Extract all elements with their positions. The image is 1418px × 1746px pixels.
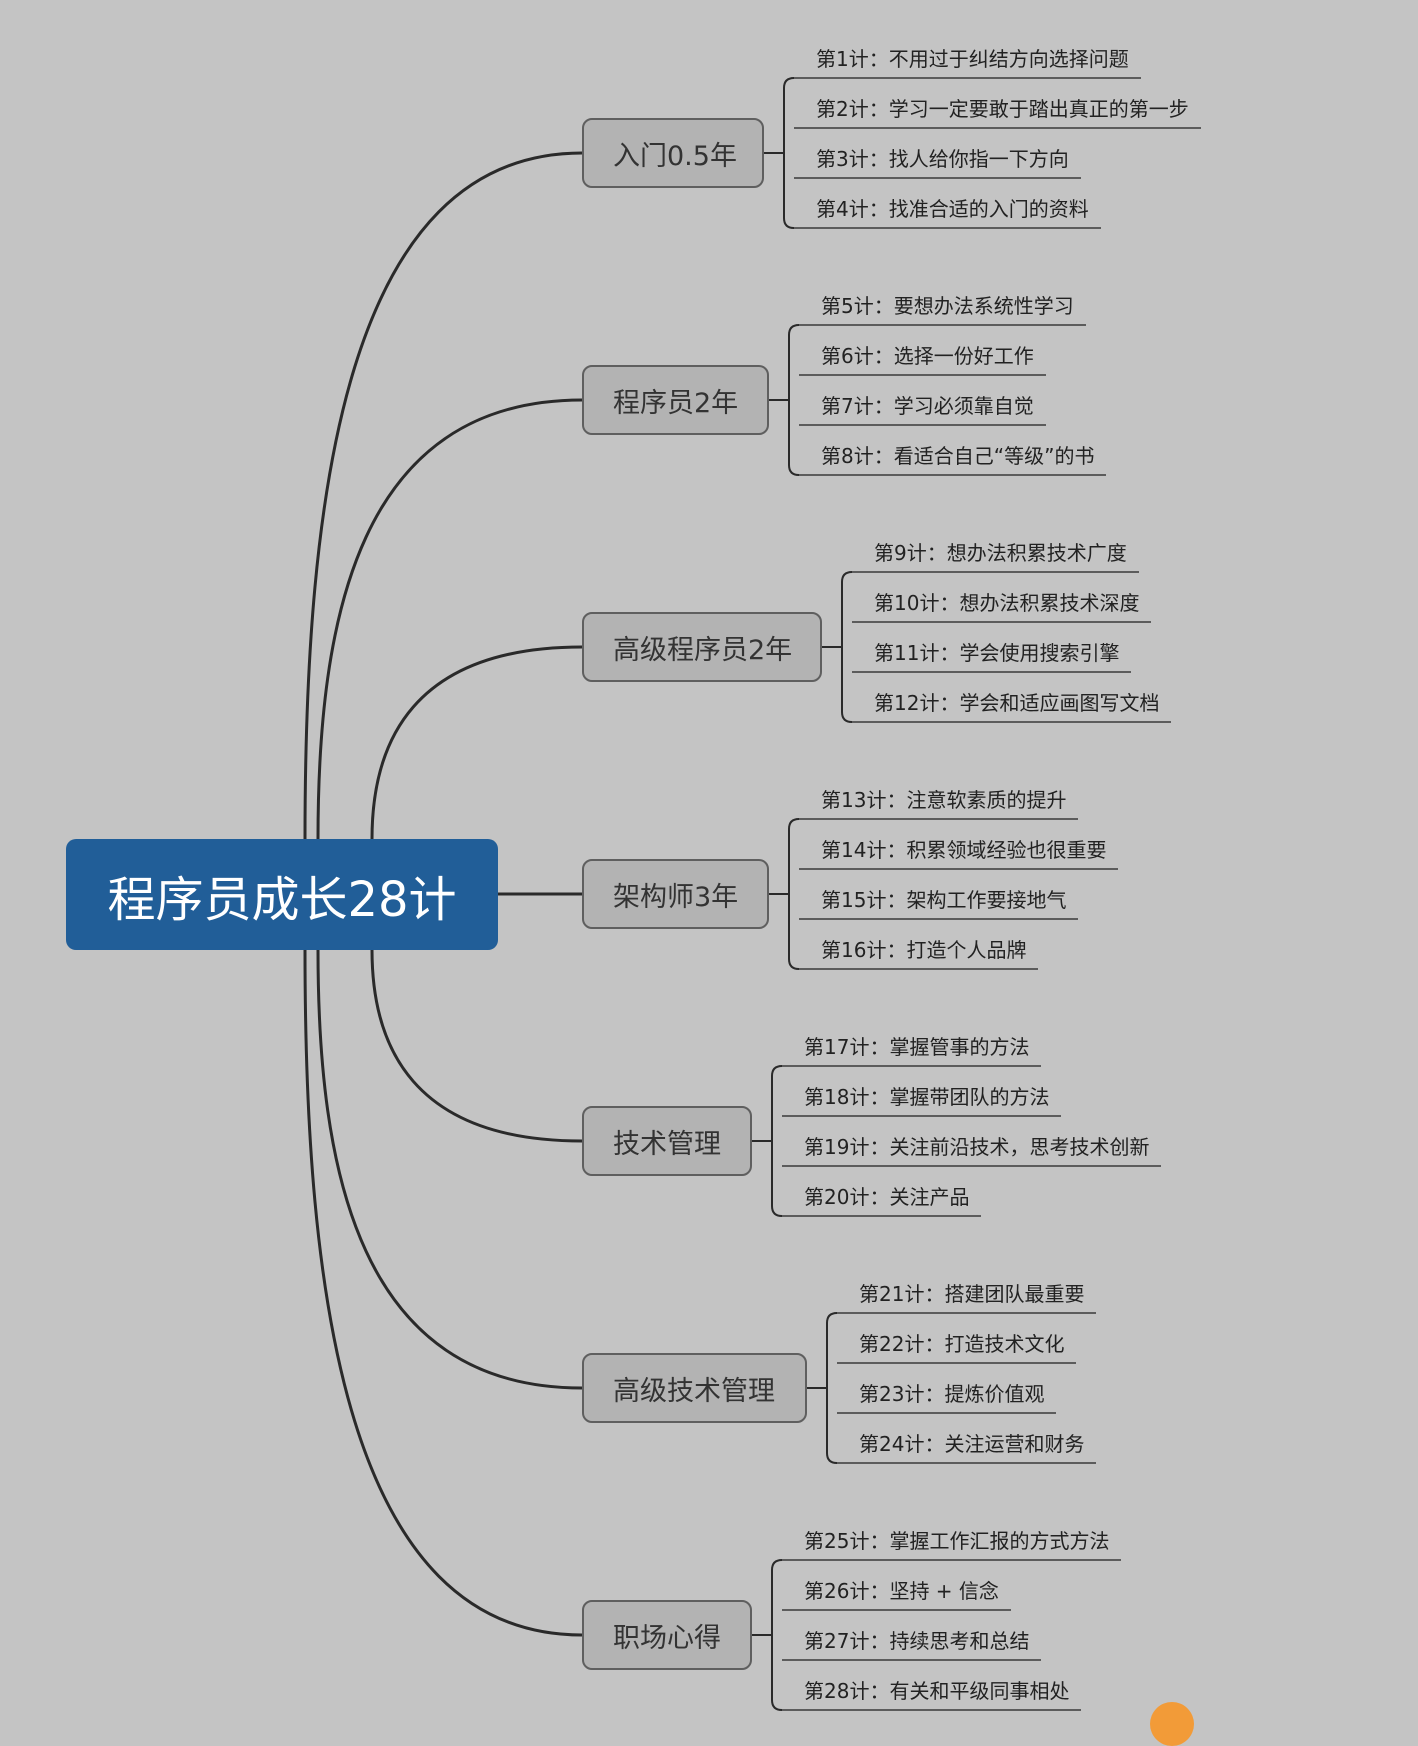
leaf-bracket — [771, 1559, 783, 1711]
branch-node[interactable]: 职场心得 — [582, 1600, 752, 1670]
branch-title: 架构师3年 — [613, 881, 739, 913]
leaf-bracket — [771, 1065, 783, 1217]
leaf-item[interactable]: 第11计：学会使用搜索引擎 — [874, 641, 1120, 665]
leaf-item[interactable]: 第15计：架构工作要接地气 — [821, 888, 1067, 912]
leaf-item[interactable]: 第17计：掌握管事的方法 — [804, 1035, 1030, 1059]
root-branch-line — [303, 949, 583, 1637]
leaf-item[interactable]: 第26计：坚持 + 信念 — [804, 1579, 999, 1603]
branch-title: 程序员2年 — [613, 387, 739, 419]
branch-title: 入门0.5年 — [613, 140, 737, 172]
leaf-item[interactable]: 第22计：打造技术文化 — [859, 1332, 1065, 1356]
leaf-item[interactable]: 第12计：学会和适应画图写文档 — [874, 691, 1160, 715]
branch-title: 高级程序员2年 — [613, 634, 793, 666]
leaf-item[interactable]: 第23计：提炼价值观 — [859, 1382, 1045, 1406]
leaf-bracket — [788, 324, 800, 476]
leaf-item[interactable]: 第4计：找准合适的入门的资料 — [816, 197, 1089, 221]
leaf-item[interactable]: 第8计：看适合自己“等级”的书 — [821, 444, 1095, 468]
leaf-item[interactable]: 第13计：注意软素质的提升 — [821, 788, 1067, 812]
leaf-item[interactable]: 第14计：积累领域经验也很重要 — [821, 838, 1107, 862]
leaf-item[interactable]: 第9计：想办法积累技术广度 — [874, 541, 1127, 565]
leaf-item[interactable]: 第20计：关注产品 — [804, 1185, 970, 1209]
root-branch-line — [316, 398, 583, 840]
leaf-bracket — [783, 77, 795, 229]
leaf-item[interactable]: 第10计：想办法积累技术深度 — [874, 591, 1140, 615]
leaf-item[interactable]: 第2计：学习一定要敢于踏出真正的第一步 — [816, 97, 1189, 121]
leaf-bracket — [841, 571, 853, 723]
leaf-item[interactable]: 第21计：搭建团队最重要 — [859, 1282, 1085, 1306]
leaf-item[interactable]: 第28计：有关和平级同事相处 — [804, 1679, 1070, 1703]
leaf-bracket — [788, 818, 800, 970]
root-branch-line — [370, 949, 583, 1143]
leaf-item[interactable]: 第7计：学习必须靠自觉 — [821, 394, 1034, 418]
root-node[interactable]: 程序员成长28计 — [66, 839, 498, 950]
leaf-item[interactable]: 第5计：要想办法系统性学习 — [821, 294, 1074, 318]
leaf-item[interactable]: 第16计：打造个人品牌 — [821, 938, 1027, 962]
leaf-item[interactable]: 第18计：掌握带团队的方法 — [804, 1085, 1050, 1109]
branch-node[interactable]: 程序员2年 — [582, 365, 769, 435]
leaf-item[interactable]: 第24计：关注运营和财务 — [859, 1432, 1085, 1456]
leaf-item[interactable]: 第1计：不用过于纠结方向选择问题 — [816, 47, 1129, 71]
branch-title: 职场心得 — [613, 1622, 721, 1654]
leaf-item[interactable]: 第19计：关注前沿技术，思考技术创新 — [804, 1135, 1150, 1159]
leaf-item[interactable]: 第25计：掌握工作汇报的方式方法 — [804, 1529, 1110, 1553]
root-title: 程序员成长28计 — [107, 871, 457, 928]
root-branch-line — [370, 645, 583, 840]
branch-node[interactable]: 入门0.5年 — [582, 118, 764, 188]
logo-icon — [1150, 1702, 1194, 1746]
branch-title: 高级技术管理 — [613, 1375, 775, 1407]
leaf-bracket — [826, 1312, 838, 1464]
root-branch-line — [316, 949, 583, 1390]
branch-node[interactable]: 技术管理 — [582, 1106, 752, 1176]
branch-node[interactable]: 高级程序员2年 — [582, 612, 822, 682]
leaf-item[interactable]: 第27计：持续思考和总结 — [804, 1629, 1030, 1653]
leaf-item[interactable]: 第3计：找人给你指一下方向 — [816, 147, 1069, 171]
branch-node[interactable]: 高级技术管理 — [582, 1353, 807, 1423]
root-branch-line — [303, 151, 583, 840]
leaf-item[interactable]: 第6计：选择一份好工作 — [821, 344, 1034, 368]
branch-title: 技术管理 — [613, 1128, 721, 1160]
branch-node[interactable]: 架构师3年 — [582, 859, 769, 929]
